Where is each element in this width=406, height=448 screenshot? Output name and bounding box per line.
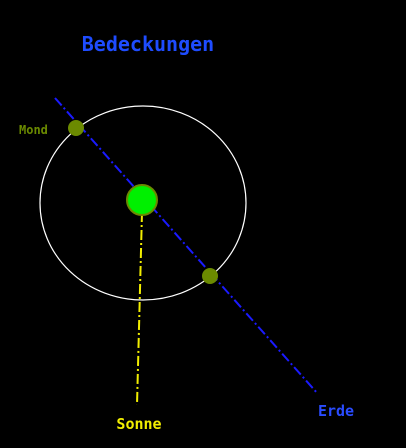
sun-sight-line	[136, 211, 143, 406]
earth-sight-line	[54, 97, 319, 395]
central-body	[126, 184, 158, 216]
moon-orbit	[39, 105, 247, 301]
diagram-title: Bedeckungen	[82, 32, 214, 56]
earth-label: Erde	[318, 402, 354, 420]
sun-label: Sonne	[116, 415, 161, 433]
moon-label: Mond	[19, 123, 48, 137]
moon-position-top	[68, 120, 84, 136]
moon-position-bottom	[202, 268, 218, 284]
